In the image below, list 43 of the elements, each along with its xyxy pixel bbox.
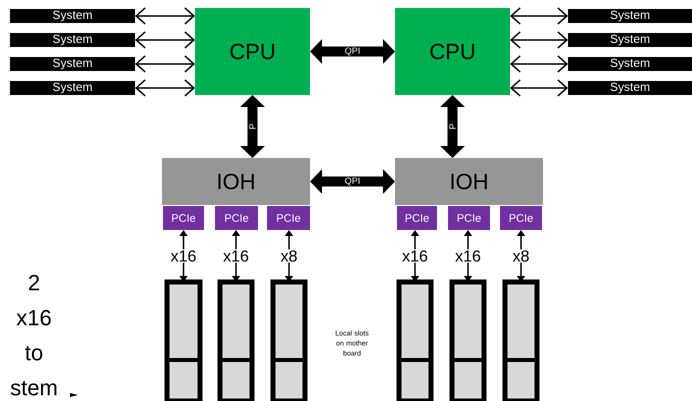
arrow [510, 7, 568, 25]
pcie-box: PCIe [500, 206, 542, 230]
edge-label: x16 [401, 249, 429, 263]
ioh-box: IOH [395, 158, 543, 205]
arrow [135, 7, 195, 25]
memory-bar: System [10, 81, 135, 95]
arrow [510, 31, 568, 49]
expansion-slot [270, 280, 308, 401]
arrow [510, 79, 568, 97]
expansion-slot [450, 280, 486, 401]
pcie-box: PCIe [397, 206, 437, 230]
edge-label: x16 [454, 249, 482, 263]
memory-bar: System [568, 9, 692, 23]
expansion-slot [218, 280, 254, 401]
ioh-box: IOH [162, 158, 310, 205]
pcie-box: PCIe [448, 206, 490, 230]
arrow [135, 31, 195, 49]
pcie-box: PCIe [267, 206, 310, 230]
expansion-slot [502, 280, 540, 401]
edge-label: x8 [280, 249, 298, 263]
edge-label: P [248, 123, 256, 130]
edge-label: QPI [344, 47, 361, 56]
arrow [135, 79, 195, 97]
expansion-slot [396, 280, 434, 401]
memory-bar: System [10, 57, 135, 71]
edge-label: QPI [344, 177, 361, 186]
arrow [510, 55, 568, 73]
memory-bar: System [568, 33, 692, 47]
memory-bar: System [10, 33, 135, 47]
cpu-box: CPU [195, 8, 310, 95]
edge-label: x16 [170, 249, 198, 263]
pcie-box: PCIe [163, 206, 204, 230]
memory-bar: System [568, 81, 692, 95]
edge-label: x16 [222, 249, 250, 263]
memory-bar: System [568, 57, 692, 71]
expansion-slot [164, 280, 202, 401]
edge-label: P [448, 123, 456, 130]
edge-label: x8 [512, 249, 530, 263]
side-note: 2 x16 to stem [10, 274, 56, 396]
cpu-box: CPU [395, 8, 510, 95]
memory-bar: System [10, 9, 135, 23]
arrow [135, 55, 195, 73]
pcie-box: PCIe [215, 206, 258, 230]
